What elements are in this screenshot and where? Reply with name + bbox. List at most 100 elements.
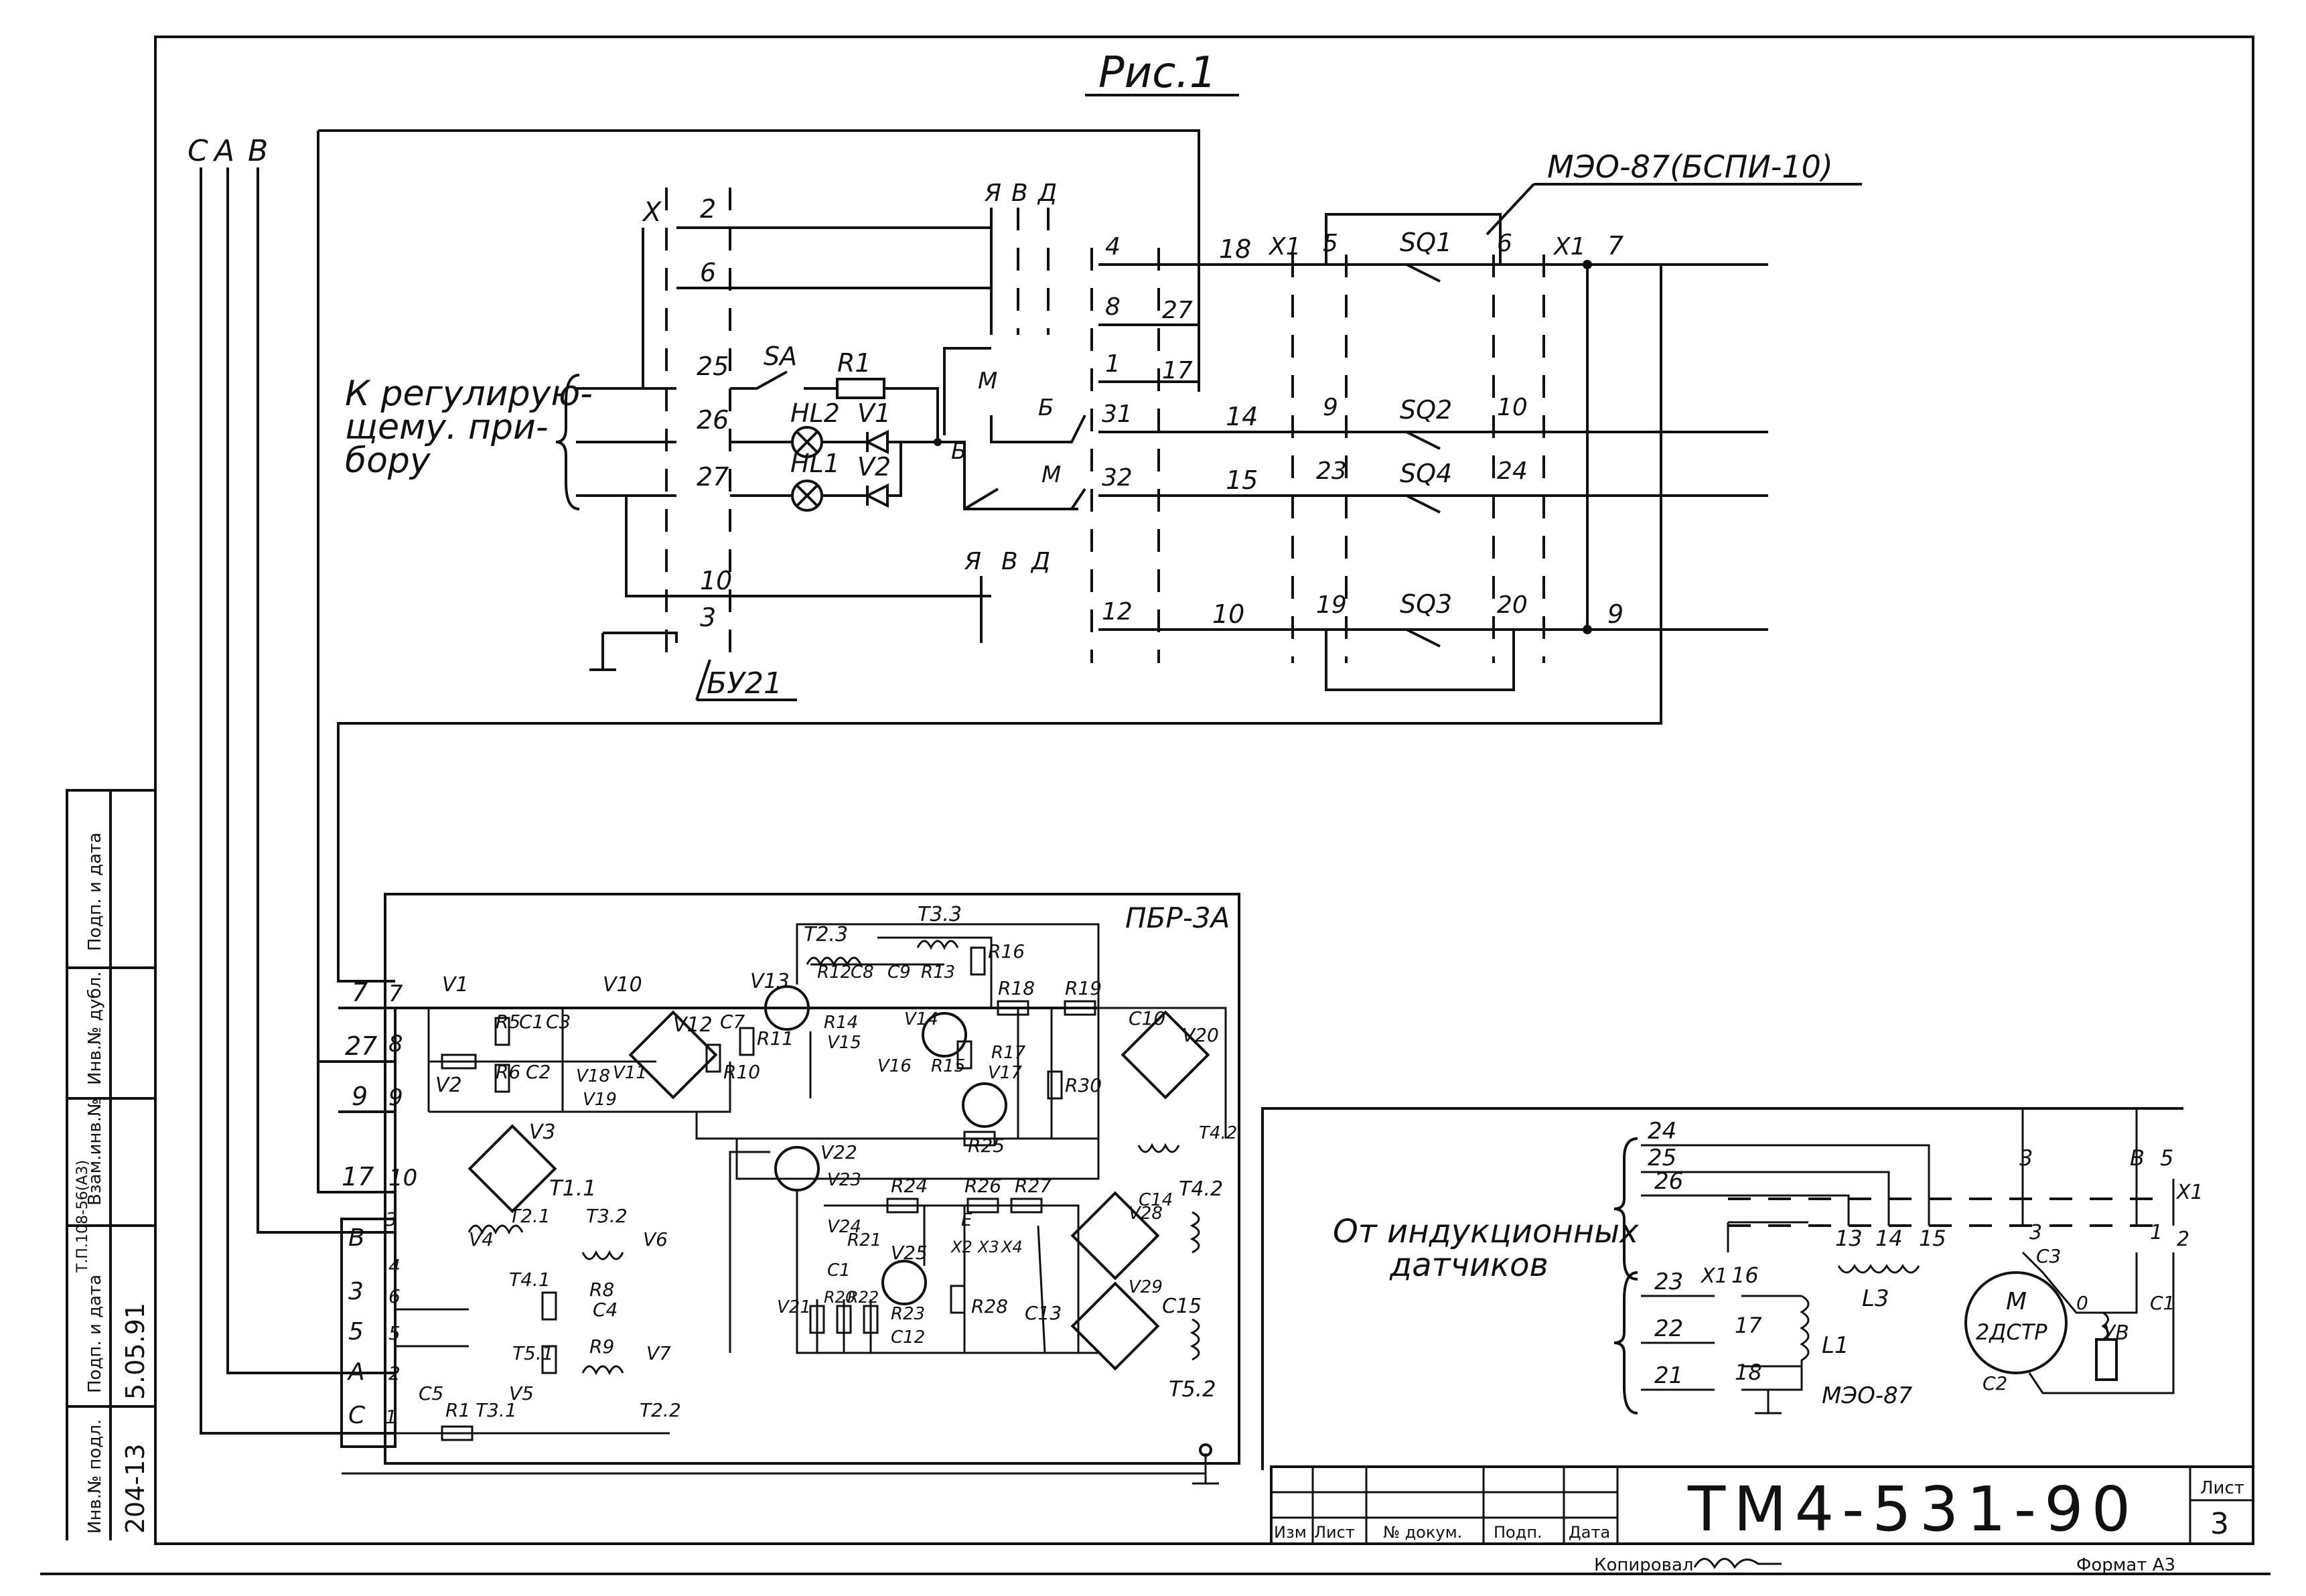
- mid-aux-27: 27: [1162, 297, 1193, 324]
- lamp-hl1-cross: [796, 484, 818, 507]
- pbr-inner-10: 10: [388, 1165, 417, 1191]
- bus-label-c: С: [188, 134, 208, 168]
- pbr-label-x3: Х3: [977, 1238, 999, 1256]
- pin-label: 3: [700, 603, 716, 632]
- coil-l3-label: L3: [1862, 1285, 1889, 1312]
- column-ya: Я: [984, 179, 1001, 207]
- pbr-label-r30: R30: [1065, 1074, 1102, 1096]
- bus-input-c: С: [348, 1402, 366, 1429]
- side-stamp-sign-date-upper: Подп. и дата: [85, 832, 105, 951]
- pbr-label-c4: C4: [593, 1299, 618, 1321]
- bus-pin-2: 2: [388, 1362, 401, 1384]
- sensor-line-24: 24: [1648, 1118, 1676, 1145]
- motor-m-2dstr: [1964, 1271, 2068, 1374]
- pbr-label-v3: V3: [529, 1120, 556, 1144]
- bus-pin-6: 6: [388, 1285, 401, 1307]
- sensor-pin-14: 14: [1875, 1226, 1903, 1251]
- bu21-label: БУ21: [707, 666, 782, 701]
- ub-device: [2095, 1338, 2118, 1381]
- pbr-label-c13: C13: [1025, 1302, 1062, 1324]
- pbr-label-v18: V18: [576, 1066, 610, 1086]
- pbr-label-v2: V2: [435, 1074, 462, 1097]
- connector-x-label: Х: [642, 197, 662, 228]
- format-label: Формат А3: [2076, 1555, 2175, 1575]
- pbr-label-r6: R6: [496, 1061, 520, 1083]
- pbr-3a-block: ПБР-3А 7 27 9 17 7 8 9 10 V1 V2 V3 V10: [318, 893, 1240, 1485]
- junction-dot: [1583, 260, 1592, 269]
- pbr-label-t11: T1.1: [549, 1175, 596, 1201]
- pbr-label-v12: V12: [673, 1013, 713, 1037]
- coil-l3: [1837, 1264, 1920, 1274]
- pbr-label-c1b: C1: [827, 1260, 851, 1281]
- mid-pin-31: 31: [1102, 401, 1133, 428]
- pin-label: 6: [700, 258, 716, 287]
- relay-network: [938, 347, 1086, 510]
- wire-14: 14: [1226, 402, 1258, 431]
- pbr-label-v14: V14: [904, 1009, 938, 1029]
- pbr-label-c9: C9: [887, 962, 911, 983]
- bus-pin-1: 1: [385, 1406, 397, 1428]
- sq-contacts: [1325, 213, 1502, 648]
- figure-title: Рис.1: [1098, 48, 1216, 98]
- motor-pin-0: 0: [2076, 1292, 2088, 1314]
- mid-pin-4: 4: [1105, 233, 1121, 261]
- pbr-label-r18: R18: [998, 977, 1035, 999]
- stamp-document-title: ТМ4-531-90: [1687, 1473, 2139, 1545]
- pbr-label-r17: R17: [991, 1043, 1026, 1063]
- pbr-label-v6: V6: [643, 1228, 668, 1250]
- column-v-lower: В: [1001, 548, 1018, 575]
- bus-panel-wires: [342, 1308, 1219, 1485]
- side-stamp-grid: [66, 789, 155, 1540]
- pbr-label-c12: C12: [891, 1327, 925, 1348]
- pbr-label-c7: C7: [720, 1011, 745, 1033]
- sensor-brace-top: [1613, 1137, 1638, 1281]
- pbr-label-r5: R5: [496, 1011, 520, 1033]
- stamp-header-date: Дата: [1569, 1523, 1610, 1542]
- pbr-resistor-boxes: [441, 946, 1096, 1441]
- right-pin-20: 20: [1497, 591, 1528, 619]
- bus-pin-3: 3: [385, 1208, 397, 1230]
- pbr-label-v17: V17: [988, 1063, 1022, 1083]
- sensor-pin-x1: Х1: [1700, 1264, 1728, 1288]
- sensor-pin-13: 13: [1835, 1226, 1863, 1251]
- pbr-outline: [384, 893, 1240, 1465]
- motor-top-5: 5: [2160, 1145, 2173, 1171]
- motor-pin-2: 2: [2177, 1228, 2189, 1251]
- pbr-label-t21: T2.1: [509, 1205, 551, 1227]
- bridge-v12: [628, 1010, 718, 1100]
- relay-m-lower: М: [1041, 461, 1061, 488]
- mid-pin-8: 8: [1105, 293, 1121, 321]
- stamp-header-doc: № докум.: [1383, 1523, 1462, 1542]
- top-schematic: С А В БУ21 Х 2 6 25 26 27 10 3 К регулир…: [188, 129, 1862, 1435]
- sensor-pin-16: 16: [1731, 1262, 1759, 1288]
- pbr-input-17: 17: [342, 1162, 374, 1191]
- pbr-label-c1: C1: [519, 1011, 544, 1033]
- side-stamp-date-value: 5.05.91: [121, 1303, 150, 1400]
- pbr-label: ПБР-3А: [1125, 901, 1230, 934]
- pbr-label-r9: R9: [589, 1335, 614, 1358]
- pbr-label-t51: T5.1: [512, 1342, 554, 1364]
- pbr-label-t22: T2.2: [640, 1399, 681, 1421]
- pbr-label-v16: V16: [877, 1056, 912, 1076]
- motor-pin-c1: С1: [2150, 1292, 2175, 1314]
- motor-pin-c2: С2: [1983, 1372, 2007, 1394]
- transistor-v22: [774, 1146, 820, 1191]
- transistor-v17: [962, 1082, 1007, 1128]
- sensor-line-25: 25: [1648, 1145, 1676, 1171]
- pbr-label-v22: V22: [820, 1141, 857, 1163]
- relay-b-lower: Б: [951, 438, 966, 465]
- side-stamp-orig-inv: Инв.№ подл.: [85, 1419, 105, 1534]
- bridge-v28: [1070, 1191, 1160, 1281]
- mid-aux-17: 17: [1162, 357, 1193, 384]
- bus-input-panel: [340, 1218, 397, 1448]
- bu21-leader: [695, 659, 711, 701]
- right-pin-23: 23: [1316, 457, 1347, 485]
- pbr-label-t52: T5.2: [1169, 1376, 1216, 1402]
- pbr-label-c14: C14: [1139, 1190, 1173, 1210]
- pbr-label-r20: R20: [824, 1288, 855, 1307]
- connector-x1-right: Х1: [1553, 233, 1586, 261]
- coil-l1-label: L1: [1822, 1332, 1849, 1359]
- sensor-pin-17: 17: [1735, 1313, 1762, 1338]
- pbr-label-r22: R22: [847, 1288, 879, 1307]
